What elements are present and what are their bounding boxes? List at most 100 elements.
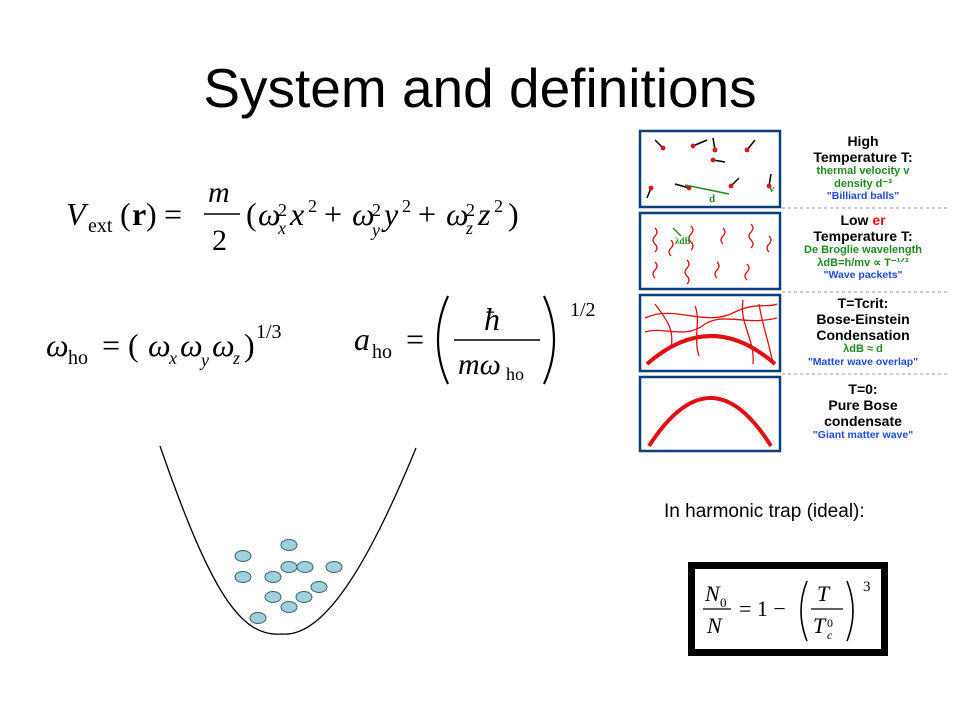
trap-atom [280, 601, 298, 613]
particle [744, 147, 750, 153]
high-temp-green-2: density d⁻³ [834, 177, 892, 190]
trap-atom [234, 550, 252, 562]
particle [712, 147, 718, 153]
tcrit-blue: "Matter wave overlap" [807, 355, 919, 368]
panel-frame-t-zero [638, 375, 782, 453]
bec-text-low-temp: Low er Temperature T: De Broglie wavelen… [780, 212, 946, 282]
tcrit-line-1: T=Tcrit: [837, 295, 889, 311]
bec-text-tcrit: T=Tcrit: Bose-Einstein Condensation λdB … [780, 295, 946, 368]
low-temp-overlap: er [872, 212, 886, 228]
condensate-fraction-box: N 0 N = 1 − T T 0 c 3 [688, 562, 888, 656]
svg-text:T: T [813, 613, 827, 638]
t-zero-line-2: Pure Bose [828, 397, 898, 414]
svg-text:2: 2 [466, 200, 475, 220]
trap-potential-curve [159, 445, 417, 635]
omega-ho-equation-svg: ω ho = ( ω x ω y ω z ) 1/3 [46, 321, 282, 370]
particle [648, 185, 654, 191]
svg-text:V: V [66, 196, 89, 232]
debroglie-label: λdB [675, 236, 690, 246]
svg-text:(: ( [120, 196, 131, 232]
wave-packet [684, 259, 690, 285]
svg-text:ext: ext [88, 215, 113, 237]
svg-text:ω: ω [148, 327, 171, 363]
particle [690, 143, 696, 149]
tcrit-line-2: Bose-Einstein [816, 311, 910, 328]
low-temp-line-2: Temperature T: [813, 228, 913, 245]
wave-packet [652, 227, 658, 253]
svg-text:2: 2 [212, 224, 227, 257]
trap-atom [280, 539, 298, 551]
svg-text:ħ: ħ [484, 301, 500, 337]
svg-text:T: T [817, 581, 831, 606]
particle [766, 183, 772, 189]
svg-text:ho: ho [506, 364, 524, 384]
svg-text:2: 2 [278, 200, 287, 220]
wave-packet [766, 235, 772, 253]
bec-separators [782, 207, 948, 375]
svg-text:ω: ω [352, 196, 375, 232]
svg-text:1/3: 1/3 [256, 321, 282, 343]
wave-packet [714, 261, 720, 279]
matter-wave [758, 303, 774, 365]
trap-atom [264, 571, 282, 583]
trap-atom [249, 612, 267, 624]
distance-marker [684, 184, 730, 195]
trap-atom [325, 561, 343, 573]
distance-label: d [709, 193, 715, 205]
particle [710, 157, 716, 163]
bec-text-t-zero: T=0: Pure Bose condensate "Giant matter … [780, 381, 946, 441]
particle [660, 145, 666, 151]
svg-text:1/2: 1/2 [570, 299, 596, 321]
t-zero-line-1: T=0: [848, 381, 878, 397]
omega-ho-equation: ω ho = ( ω x ω y ω z ) 1/3 [40, 308, 310, 378]
potential-equation: V ext ( r ) = m 2 ( ω 2 x x 2 + ω 2 y y … [62, 170, 532, 260]
svg-text:mω: mω [458, 348, 501, 381]
matter-wave [654, 303, 673, 349]
high-temp-line-2: Temperature T: [813, 149, 913, 166]
svg-text:z: z [232, 348, 240, 368]
svg-text:ω: ω [258, 196, 281, 232]
particle [728, 183, 734, 189]
svg-text:ω: ω [46, 327, 69, 363]
high-temp-green-1: thermal velocity v [816, 165, 910, 178]
trap-atom [264, 591, 282, 603]
harmonic-trap-caption: In harmonic trap (ideal): [664, 501, 865, 522]
svg-text:y: y [370, 220, 380, 240]
t-zero-blue: "Giant matter wave" [812, 429, 914, 442]
low-temp-green-1: De Broglie wavelength [804, 244, 922, 257]
svg-text:r: r [132, 196, 146, 232]
svg-text:2: 2 [494, 196, 503, 216]
svg-text:=: = [164, 196, 182, 232]
svg-text:x: x [289, 196, 304, 232]
condensate-fraction-formula: N 0 N = 1 − T T 0 c 3 [703, 579, 871, 642]
svg-text:+: + [418, 196, 436, 232]
svg-text:): ) [508, 196, 519, 232]
svg-text:): ) [244, 327, 255, 363]
bec-panels-diagram: d v λdB [638, 129, 782, 453]
svg-text:0: 0 [827, 616, 833, 630]
trap-atom [310, 581, 328, 593]
velocity-label: v [769, 183, 775, 195]
svg-text:3: 3 [863, 579, 871, 595]
condensate-peak-partial [645, 334, 777, 366]
svg-text:x: x [168, 348, 177, 368]
svg-text:0: 0 [720, 595, 727, 610]
high-temp-line-1: High [847, 133, 879, 149]
svg-text:x: x [277, 218, 286, 238]
tcrit-line-3: Condensation [816, 327, 910, 344]
svg-text:2: 2 [372, 200, 381, 220]
slide-title: System and definitions [203, 57, 757, 119]
giant-matter-wave [647, 396, 773, 448]
svg-text:ω: ω [446, 196, 469, 232]
matter-wave [694, 305, 700, 357]
trap-atom [234, 571, 252, 583]
svg-text:y: y [199, 350, 209, 370]
svg-text:a: a [354, 321, 370, 357]
svg-text:m: m [208, 176, 230, 209]
bec-text-high-temp: High Temperature T: thermal velocity v d… [780, 133, 946, 203]
wave-packet [744, 263, 750, 281]
svg-text:N: N [706, 613, 723, 638]
harmonic-trap-diagram [159, 445, 417, 635]
low-temp-green-2: λdB=h/mv ∝ T⁻¹ᐟ² [817, 256, 909, 269]
svg-text:2: 2 [402, 196, 411, 216]
